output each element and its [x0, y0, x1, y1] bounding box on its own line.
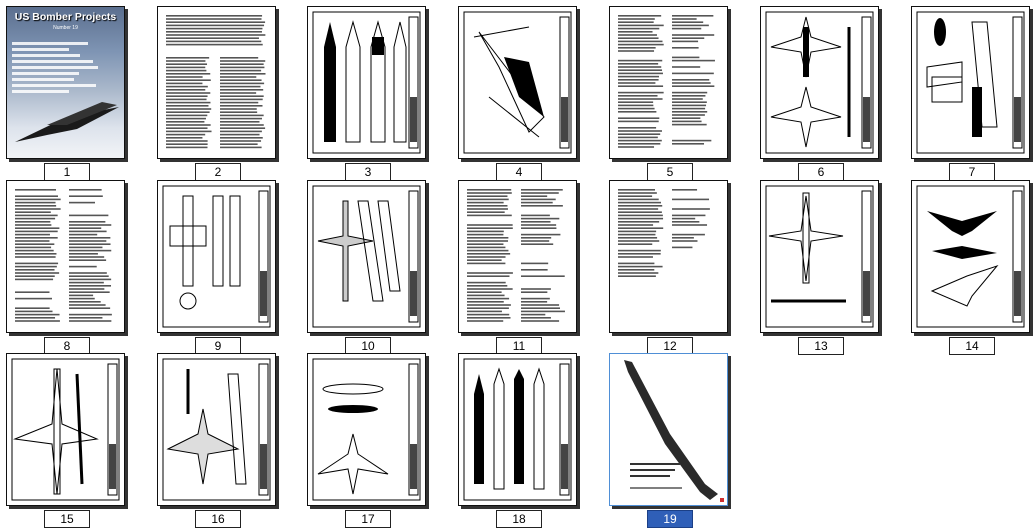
page-thumbnail[interactable]: 13: [760, 180, 880, 355]
page-preview-photo: [609, 353, 728, 506]
page-preview-drawing: [157, 180, 276, 333]
page-number-label[interactable]: 4: [496, 163, 542, 181]
page-preview-drawing: [760, 6, 879, 159]
page-preview-drawing: [307, 6, 426, 159]
page-thumbnail-selected[interactable]: 19: [609, 353, 729, 528]
page-thumbnail[interactable]: 7: [911, 6, 1031, 181]
page-thumbnail[interactable]: 12: [609, 180, 729, 355]
text-lines-graphic: [166, 15, 266, 149]
page-number-label[interactable]: 11: [496, 337, 542, 355]
technical-drawing-graphic: [916, 11, 1025, 154]
page-thumbnail[interactable]: 14: [911, 180, 1031, 355]
page-preview-drawing: [458, 6, 577, 159]
page-thumbnail[interactable]: 10: [307, 180, 427, 355]
page-number-label[interactable]: 18: [496, 510, 542, 528]
cover-title: US Bomber Projects: [14, 11, 117, 23]
aircraft-photo-graphic: [624, 360, 724, 502]
page-number-label[interactable]: 3: [345, 163, 391, 181]
text-lines-graphic: [15, 189, 112, 322]
page-thumbnail[interactable]: 17: [307, 353, 427, 528]
page-preview-cover: US Bomber Projects Number 19: [6, 6, 125, 159]
page-thumbnail[interactable]: 9: [157, 180, 277, 355]
technical-drawing-graphic: [312, 11, 421, 154]
technical-drawing-graphic: [916, 185, 1025, 328]
page-preview-drawing: [911, 180, 1030, 333]
text-lines-graphic: [618, 15, 715, 148]
page-thumbnail[interactable]: 5: [609, 6, 729, 181]
page-number-label[interactable]: 2: [195, 163, 241, 181]
page-thumbnail[interactable]: 16: [157, 353, 277, 528]
page-number-label[interactable]: 14: [949, 337, 995, 355]
page-preview-drawing: [911, 6, 1030, 159]
page-number-label[interactable]: 16: [195, 510, 241, 528]
technical-drawing-graphic: [11, 358, 120, 501]
technical-drawing-graphic: [463, 358, 572, 501]
page-thumbnail[interactable]: 6: [760, 6, 880, 181]
page-preview-drawing: [458, 353, 577, 506]
page-number-label-selected[interactable]: 19: [647, 510, 693, 528]
technical-drawing-graphic: [765, 185, 874, 328]
technical-drawing-graphic: [312, 185, 421, 328]
technical-drawing-graphic: [162, 358, 271, 501]
page-preview-text: [609, 180, 728, 333]
page-preview-drawing: [6, 353, 125, 506]
page-preview-drawing: [307, 353, 426, 506]
page-number-label[interactable]: 1: [44, 163, 90, 181]
page-number-label[interactable]: 17: [345, 510, 391, 528]
technical-drawing-graphic: [765, 11, 874, 154]
page-number-label[interactable]: 7: [949, 163, 995, 181]
page-preview-drawing: [760, 180, 879, 333]
page-number-label[interactable]: 13: [798, 337, 844, 355]
page-thumbnail[interactable]: US Bomber Projects Number 19 1: [6, 6, 126, 181]
page-thumbnail[interactable]: 3: [307, 6, 427, 181]
page-number-label[interactable]: 6: [798, 163, 844, 181]
cover-subtitle: Number 19: [53, 25, 78, 31]
page-preview-text: [157, 6, 276, 159]
page-preview-text: [458, 180, 577, 333]
bomber-aircraft-image: [15, 102, 119, 142]
page-thumbnail[interactable]: 8: [6, 180, 126, 355]
technical-drawing-graphic: [463, 11, 572, 154]
page-preview-text: [609, 6, 728, 159]
page-preview-text: [6, 180, 125, 333]
text-lines-graphic: [618, 189, 710, 277]
cover-contents-lines: [12, 39, 107, 96]
text-lines-graphic: [467, 189, 565, 322]
page-thumbnail[interactable]: 15: [6, 353, 126, 528]
page-preview-drawing: [307, 180, 426, 333]
page-thumbnail[interactable]: 4: [458, 6, 578, 181]
page-number-label[interactable]: 5: [647, 163, 693, 181]
technical-drawing-graphic: [162, 185, 271, 328]
page-thumbnail[interactable]: 11: [458, 180, 578, 355]
page-thumbnail[interactable]: 2: [157, 6, 277, 181]
technical-drawing-graphic: [312, 358, 421, 501]
page-number-label[interactable]: 12: [647, 337, 693, 355]
page-number-label[interactable]: 15: [44, 510, 90, 528]
page-preview-drawing: [157, 353, 276, 506]
page-thumbnail[interactable]: 18: [458, 353, 578, 528]
